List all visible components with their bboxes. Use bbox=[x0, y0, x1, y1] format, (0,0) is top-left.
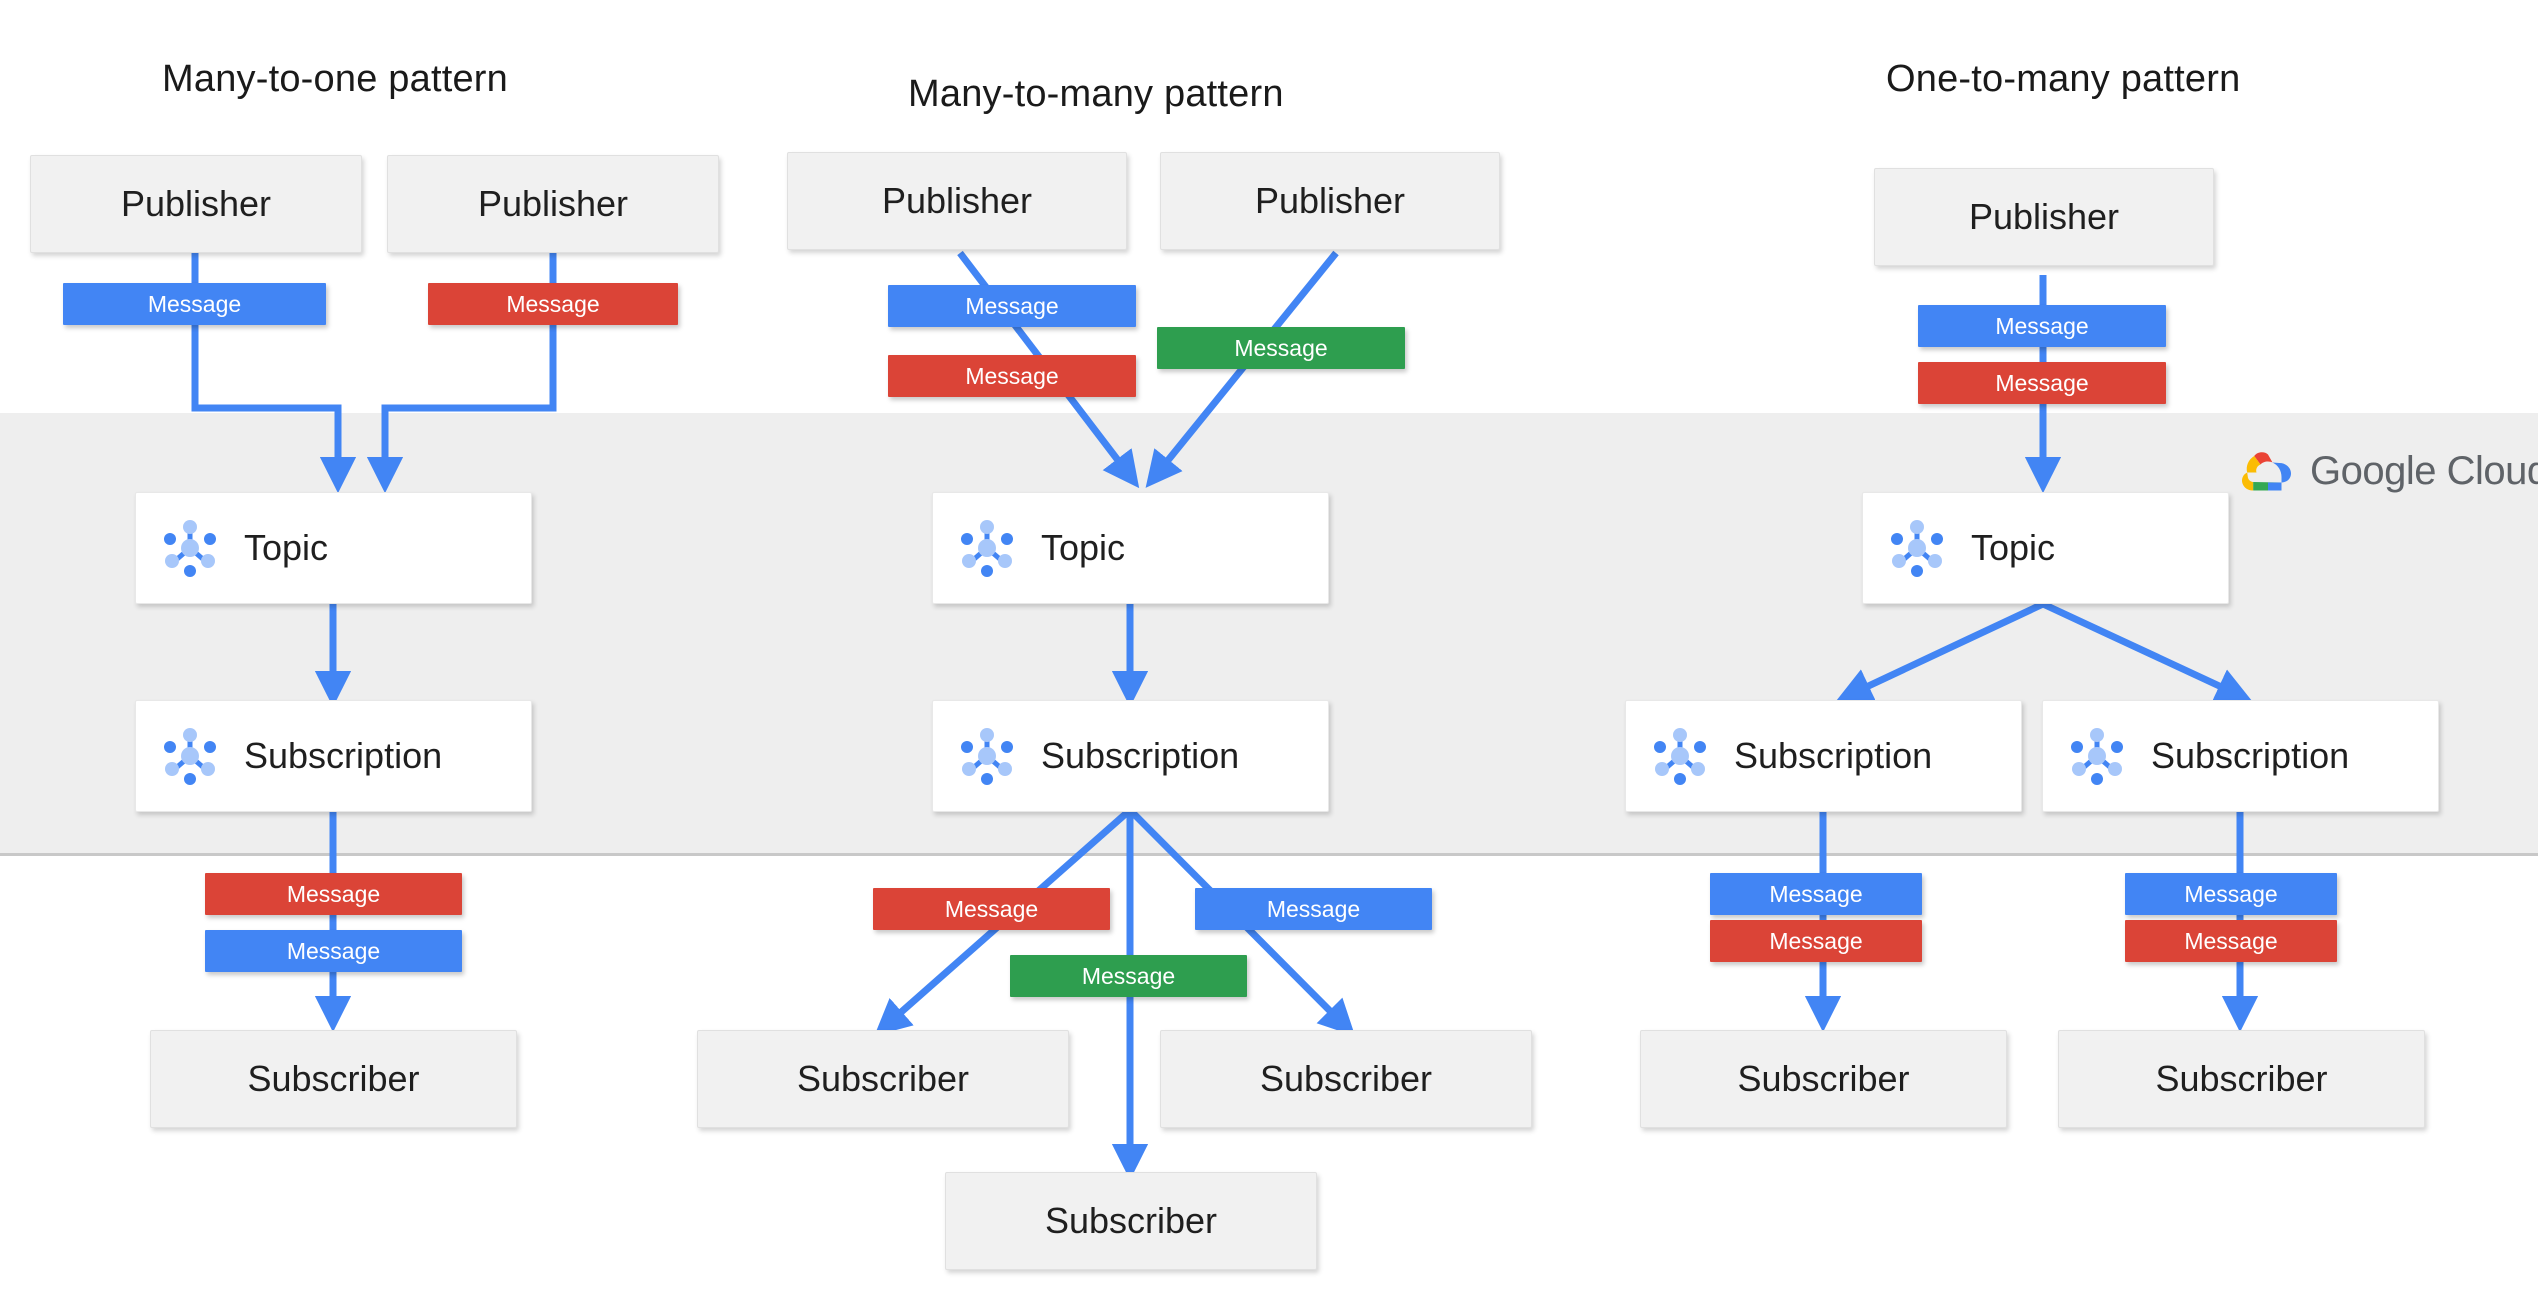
pubsub-topic-icon bbox=[164, 520, 216, 577]
subscriber-label: Subscriber bbox=[247, 1058, 420, 1099]
message-chip-red[interactable]: Message bbox=[888, 355, 1136, 397]
message-chip-red[interactable]: Message bbox=[205, 873, 462, 915]
publisher-label: Publisher bbox=[881, 180, 1033, 221]
subscriber-label: Subscriber bbox=[1044, 1200, 1218, 1241]
subscriber-box[interactable]: Subscriber bbox=[2058, 1030, 2425, 1128]
pubsub-subscription-icon bbox=[164, 728, 216, 785]
subscription-box[interactable]: Subscription bbox=[1625, 700, 2022, 812]
message-label: Message bbox=[2184, 880, 2278, 907]
subscriber-label: Subscriber bbox=[796, 1058, 970, 1099]
subscriber-box[interactable]: Subscriber bbox=[697, 1030, 1069, 1128]
topic-box[interactable]: Topic bbox=[135, 492, 532, 604]
message-chip-blue[interactable]: Message bbox=[1918, 305, 2166, 347]
publisher-box[interactable]: Publisher bbox=[1160, 152, 1500, 250]
topic-box[interactable]: Topic bbox=[1862, 492, 2229, 604]
message-label: Message bbox=[965, 362, 1059, 389]
subscriber-label: Subscriber bbox=[1259, 1058, 1433, 1099]
publisher-box[interactable]: Publisher bbox=[387, 155, 719, 253]
publisher-label: Publisher bbox=[1968, 196, 2120, 237]
message-label: Message bbox=[286, 880, 381, 907]
message-chip-blue[interactable]: Message bbox=[1195, 888, 1432, 930]
column-title-one-to-many: One-to-many pattern bbox=[1886, 58, 2241, 100]
logo-word-google: Google bbox=[2310, 448, 2436, 493]
subscriber-box[interactable]: Subscriber bbox=[1640, 1030, 2007, 1128]
message-chip-red[interactable]: Message bbox=[1710, 920, 1922, 962]
publisher-label: Publisher bbox=[1254, 180, 1406, 221]
pubsub-subscription-icon bbox=[2071, 728, 2123, 785]
message-label: Message bbox=[147, 290, 242, 317]
topic-box[interactable]: Topic bbox=[932, 492, 1329, 604]
message-label: Message bbox=[506, 290, 600, 317]
subscriber-box[interactable]: Subscriber bbox=[1160, 1030, 1532, 1128]
pubsub-subscription-icon bbox=[961, 728, 1013, 785]
pubsub-topic-icon bbox=[1891, 520, 1943, 577]
pubsub-subscription-icon bbox=[1654, 728, 1706, 785]
subscription-label: Subscription bbox=[2151, 735, 2350, 776]
message-label: Message bbox=[1769, 927, 1863, 954]
message-chip-red[interactable]: Message bbox=[428, 283, 678, 325]
message-chip-red[interactable]: Message bbox=[873, 888, 1110, 930]
subscriber-label: Subscriber bbox=[2155, 1058, 2328, 1099]
pubsub-topic-icon bbox=[961, 520, 1013, 577]
topic-label: Topic bbox=[1971, 527, 2056, 568]
message-chip-red[interactable]: Message bbox=[2125, 920, 2337, 962]
publisher-label: Publisher bbox=[120, 183, 272, 224]
message-label: Message bbox=[1995, 369, 2089, 396]
message-chip-green[interactable]: Message bbox=[1157, 327, 1405, 369]
subscription-box[interactable]: Subscription bbox=[2042, 700, 2439, 812]
subscription-label: Subscription bbox=[244, 735, 443, 776]
subscription-box[interactable]: Subscription bbox=[135, 700, 532, 812]
subscription-label: Subscription bbox=[1734, 735, 1933, 776]
message-label: Message bbox=[2184, 927, 2278, 954]
message-chip-blue[interactable]: Message bbox=[63, 283, 326, 325]
google-cloud-logo-icon bbox=[2242, 452, 2291, 491]
topic-label: Topic bbox=[244, 527, 329, 568]
message-label: Message bbox=[286, 937, 381, 964]
google-cloud-logo: Google Cloud bbox=[2238, 448, 2538, 494]
message-label: Message bbox=[1769, 880, 1863, 907]
logo-word-cloud: Cloud bbox=[2446, 448, 2538, 493]
message-chip-blue[interactable]: Message bbox=[2125, 873, 2337, 915]
publisher-box[interactable]: Publisher bbox=[1874, 168, 2214, 266]
message-chip-blue[interactable]: Message bbox=[1710, 873, 1922, 915]
message-label: Message bbox=[1081, 962, 1176, 989]
message-label: Message bbox=[1266, 895, 1361, 922]
message-chip-blue[interactable]: Message bbox=[205, 930, 462, 972]
subscriber-box[interactable]: Subscriber bbox=[150, 1030, 517, 1128]
subscription-label: Subscription bbox=[1041, 735, 1240, 776]
message-label: Message bbox=[965, 292, 1059, 319]
google-cloud-logo-text: Google Cloud bbox=[2310, 449, 2538, 494]
subscriber-label: Subscriber bbox=[1737, 1058, 1910, 1099]
message-chip-green[interactable]: Message bbox=[1010, 955, 1247, 997]
subscriber-box[interactable]: Subscriber bbox=[945, 1172, 1317, 1270]
topic-label: Topic bbox=[1041, 527, 1126, 568]
message-label: Message bbox=[944, 895, 1039, 922]
publisher-box[interactable]: Publisher bbox=[787, 152, 1127, 250]
column-title-many-to-one: Many-to-one pattern bbox=[162, 58, 508, 100]
message-chip-red[interactable]: Message bbox=[1918, 362, 2166, 404]
message-label: Message bbox=[1234, 334, 1328, 361]
message-label: Message bbox=[1995, 312, 2089, 339]
publisher-label: Publisher bbox=[477, 183, 629, 224]
message-chip-blue[interactable]: Message bbox=[888, 285, 1136, 327]
column-title-many-to-many: Many-to-many pattern bbox=[908, 73, 1284, 115]
publisher-box[interactable]: Publisher bbox=[30, 155, 362, 253]
subscription-box[interactable]: Subscription bbox=[932, 700, 1329, 812]
